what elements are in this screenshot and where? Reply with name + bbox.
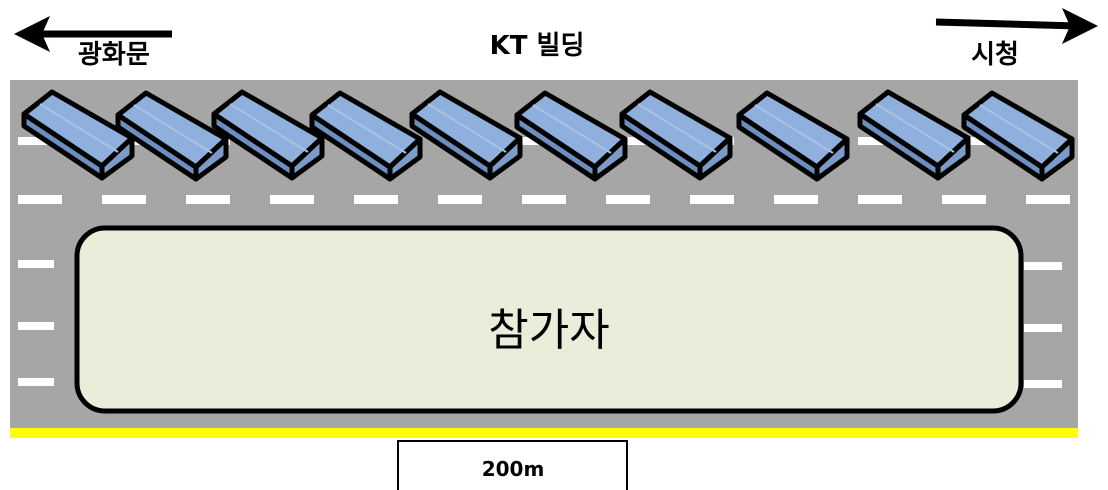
arrow-right-icon: [935, 8, 1098, 44]
lane-dash: [18, 260, 54, 268]
lane-marking-middle: [18, 195, 1070, 204]
lane-dash: [18, 378, 54, 386]
lane-dash: [18, 322, 54, 330]
lane-dash: [1026, 195, 1070, 204]
lane-dash: [18, 137, 62, 145]
police-bus-icon: [961, 90, 1075, 182]
participants-area: [74, 225, 1024, 414]
lane-dash: [522, 195, 566, 204]
lane-dash: [1024, 380, 1062, 388]
left-destination-label: 광화문: [78, 40, 150, 70]
lane-marking-right: [1024, 262, 1062, 388]
lane-dash: [774, 195, 818, 204]
police-bus-icon: [115, 90, 229, 182]
distance-label: 200m: [482, 457, 545, 481]
curb-line: [10, 428, 1078, 438]
lane-dash: [606, 195, 650, 204]
lane-dash: [18, 195, 62, 204]
lane-dash: [102, 195, 146, 204]
lane-dash: [858, 195, 902, 204]
police-bus-icon: [857, 89, 971, 181]
police-bus-icon: [619, 89, 733, 181]
lane-dash: [186, 195, 230, 204]
police-bus-icon: [736, 90, 850, 182]
police-bus-icon: [309, 90, 423, 182]
lane-dash: [354, 195, 398, 204]
police-bus-icon: [211, 89, 325, 181]
participants-area-label: 참가자: [488, 305, 609, 356]
lane-dash: [1024, 262, 1062, 270]
vehicle-row: [21, 89, 1075, 182]
lane-marking-left: [18, 260, 54, 386]
distance-scale: 200m: [397, 440, 628, 490]
police-bus-icon: [409, 89, 523, 181]
lane-dash: [942, 195, 986, 204]
lane-dash: [438, 195, 482, 204]
lane-dash: [1024, 324, 1062, 332]
lane-dash: [606, 137, 650, 145]
right-destination-label: 시청: [971, 40, 1019, 70]
lane-dash: [270, 195, 314, 204]
arrow-left-icon: [14, 16, 172, 52]
top-center-label: KT 빌딩: [490, 31, 585, 61]
lane-dash: [690, 195, 734, 204]
police-bus-icon: [514, 90, 628, 182]
